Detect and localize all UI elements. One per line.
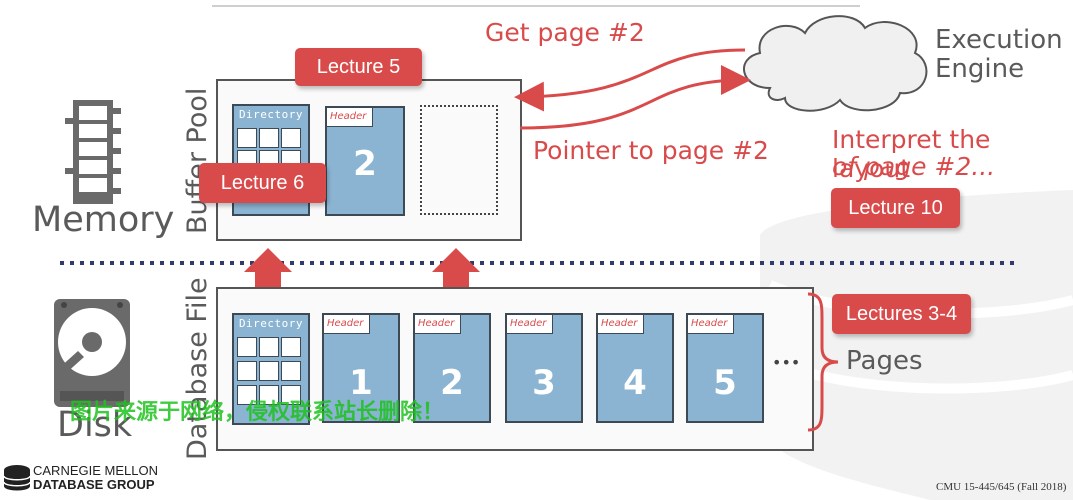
database-logo-icon <box>3 465 31 491</box>
page-header-tag: Header <box>688 315 734 334</box>
lecture-6-label: Lecture 6 <box>199 163 326 203</box>
pages-label: Pages <box>846 346 923 376</box>
disk-page-4: Header 4 <box>596 313 674 423</box>
lecture-5-label: Lecture 5 <box>295 48 422 86</box>
disk-page-3: Header 3 <box>505 313 583 423</box>
page-number: 2 <box>440 363 464 403</box>
disk-directory-page: Directory <box>232 313 310 425</box>
disk-page-1: Header 1 <box>322 313 400 423</box>
pages-brace <box>807 292 839 432</box>
get-page-text: Get page #2 <box>485 18 645 47</box>
page-header-tag: Header <box>598 315 644 334</box>
buffer-page-2: Header 2 <box>325 106 405 216</box>
page-number: 4 <box>623 363 647 403</box>
page-number: 5 <box>713 363 737 403</box>
directory-title: Directory <box>238 317 304 330</box>
disk-page-2: Header 2 <box>413 313 491 423</box>
disk-label: Disk <box>57 405 133 445</box>
lectures-3-4-label: Lectures 3-4 <box>832 294 971 334</box>
logo-line-2: DATABASE GROUP <box>33 477 155 492</box>
empty-frame <box>420 105 498 215</box>
watermark-text: 图片来源于网络，侵权联系站长删除！ <box>70 400 445 425</box>
interpret-line-2: of page #2... <box>832 152 996 181</box>
lecture-10-label: Lecture 10 <box>831 188 960 228</box>
course-label: CMU 15-445/645 (Fall 2018) <box>936 481 1067 493</box>
page-header-tag: Header <box>327 108 373 127</box>
page-number: 2 <box>353 144 377 184</box>
hard-disk-icon <box>54 299 130 407</box>
memory-icon <box>65 100 121 204</box>
disk-page-5: Header 5 <box>686 313 764 423</box>
engine-label: Engine <box>935 54 1025 84</box>
page-number: 3 <box>532 363 556 403</box>
memory-disk-separator <box>60 261 1020 265</box>
more-pages-ellipsis: ••• <box>772 353 801 372</box>
page-number: 1 <box>349 363 373 403</box>
pointer-text: Pointer to page #2 <box>533 136 769 165</box>
execution-label: Execution <box>935 25 1063 55</box>
cloud-icon <box>743 15 928 112</box>
page-header-tag: Header <box>507 315 553 334</box>
page-header-tag: Header <box>415 315 461 334</box>
page-header-tag: Header <box>324 315 370 334</box>
memory-label: Memory <box>32 200 175 240</box>
directory-title: Directory <box>238 108 304 121</box>
logo-line-1: CARNEGIE MELLON <box>33 463 158 478</box>
interpret-line-1: Interpret the layout <box>832 125 991 183</box>
